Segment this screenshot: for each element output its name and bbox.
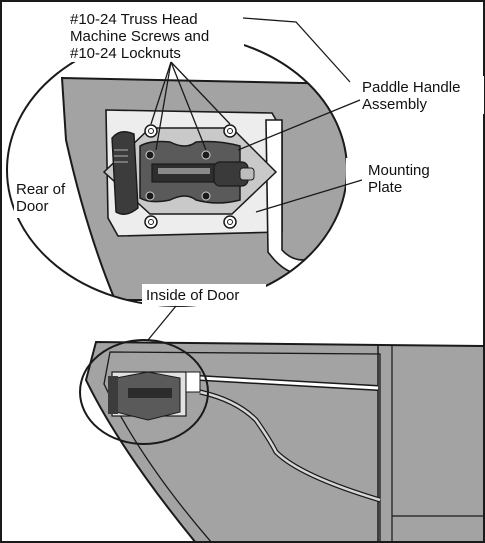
leader-lines (147, 17, 363, 341)
fasteners-label-line3: #10-24 Locknuts (70, 45, 181, 62)
fasteners-label-line2: Machine Screws and (70, 28, 209, 45)
mounting-plate-label-line2: Plate (368, 179, 402, 196)
rear-of-door-label-line2: Door (16, 198, 49, 215)
zoom-inset (6, 10, 484, 307)
mounting-plate-label-line1: Mounting (368, 162, 430, 179)
rear-of-door-label-line1: Rear of (16, 181, 66, 198)
truss-head-screws (144, 124, 237, 229)
fasteners-label-line1: #10-24 Truss Head (70, 11, 198, 28)
paddle-handle-assembly (111, 131, 255, 215)
callout-labels: #10-24 Truss Head Machine Screws and #10… (16, 11, 460, 304)
detail-circle (79, 339, 209, 445)
inside-of-door-label: Inside of Door (146, 287, 239, 304)
door-overview (79, 339, 483, 541)
paddle-handle-label-line1: Paddle Handle (362, 79, 460, 96)
paddle-handle-label-line2: Assembly (362, 96, 428, 113)
